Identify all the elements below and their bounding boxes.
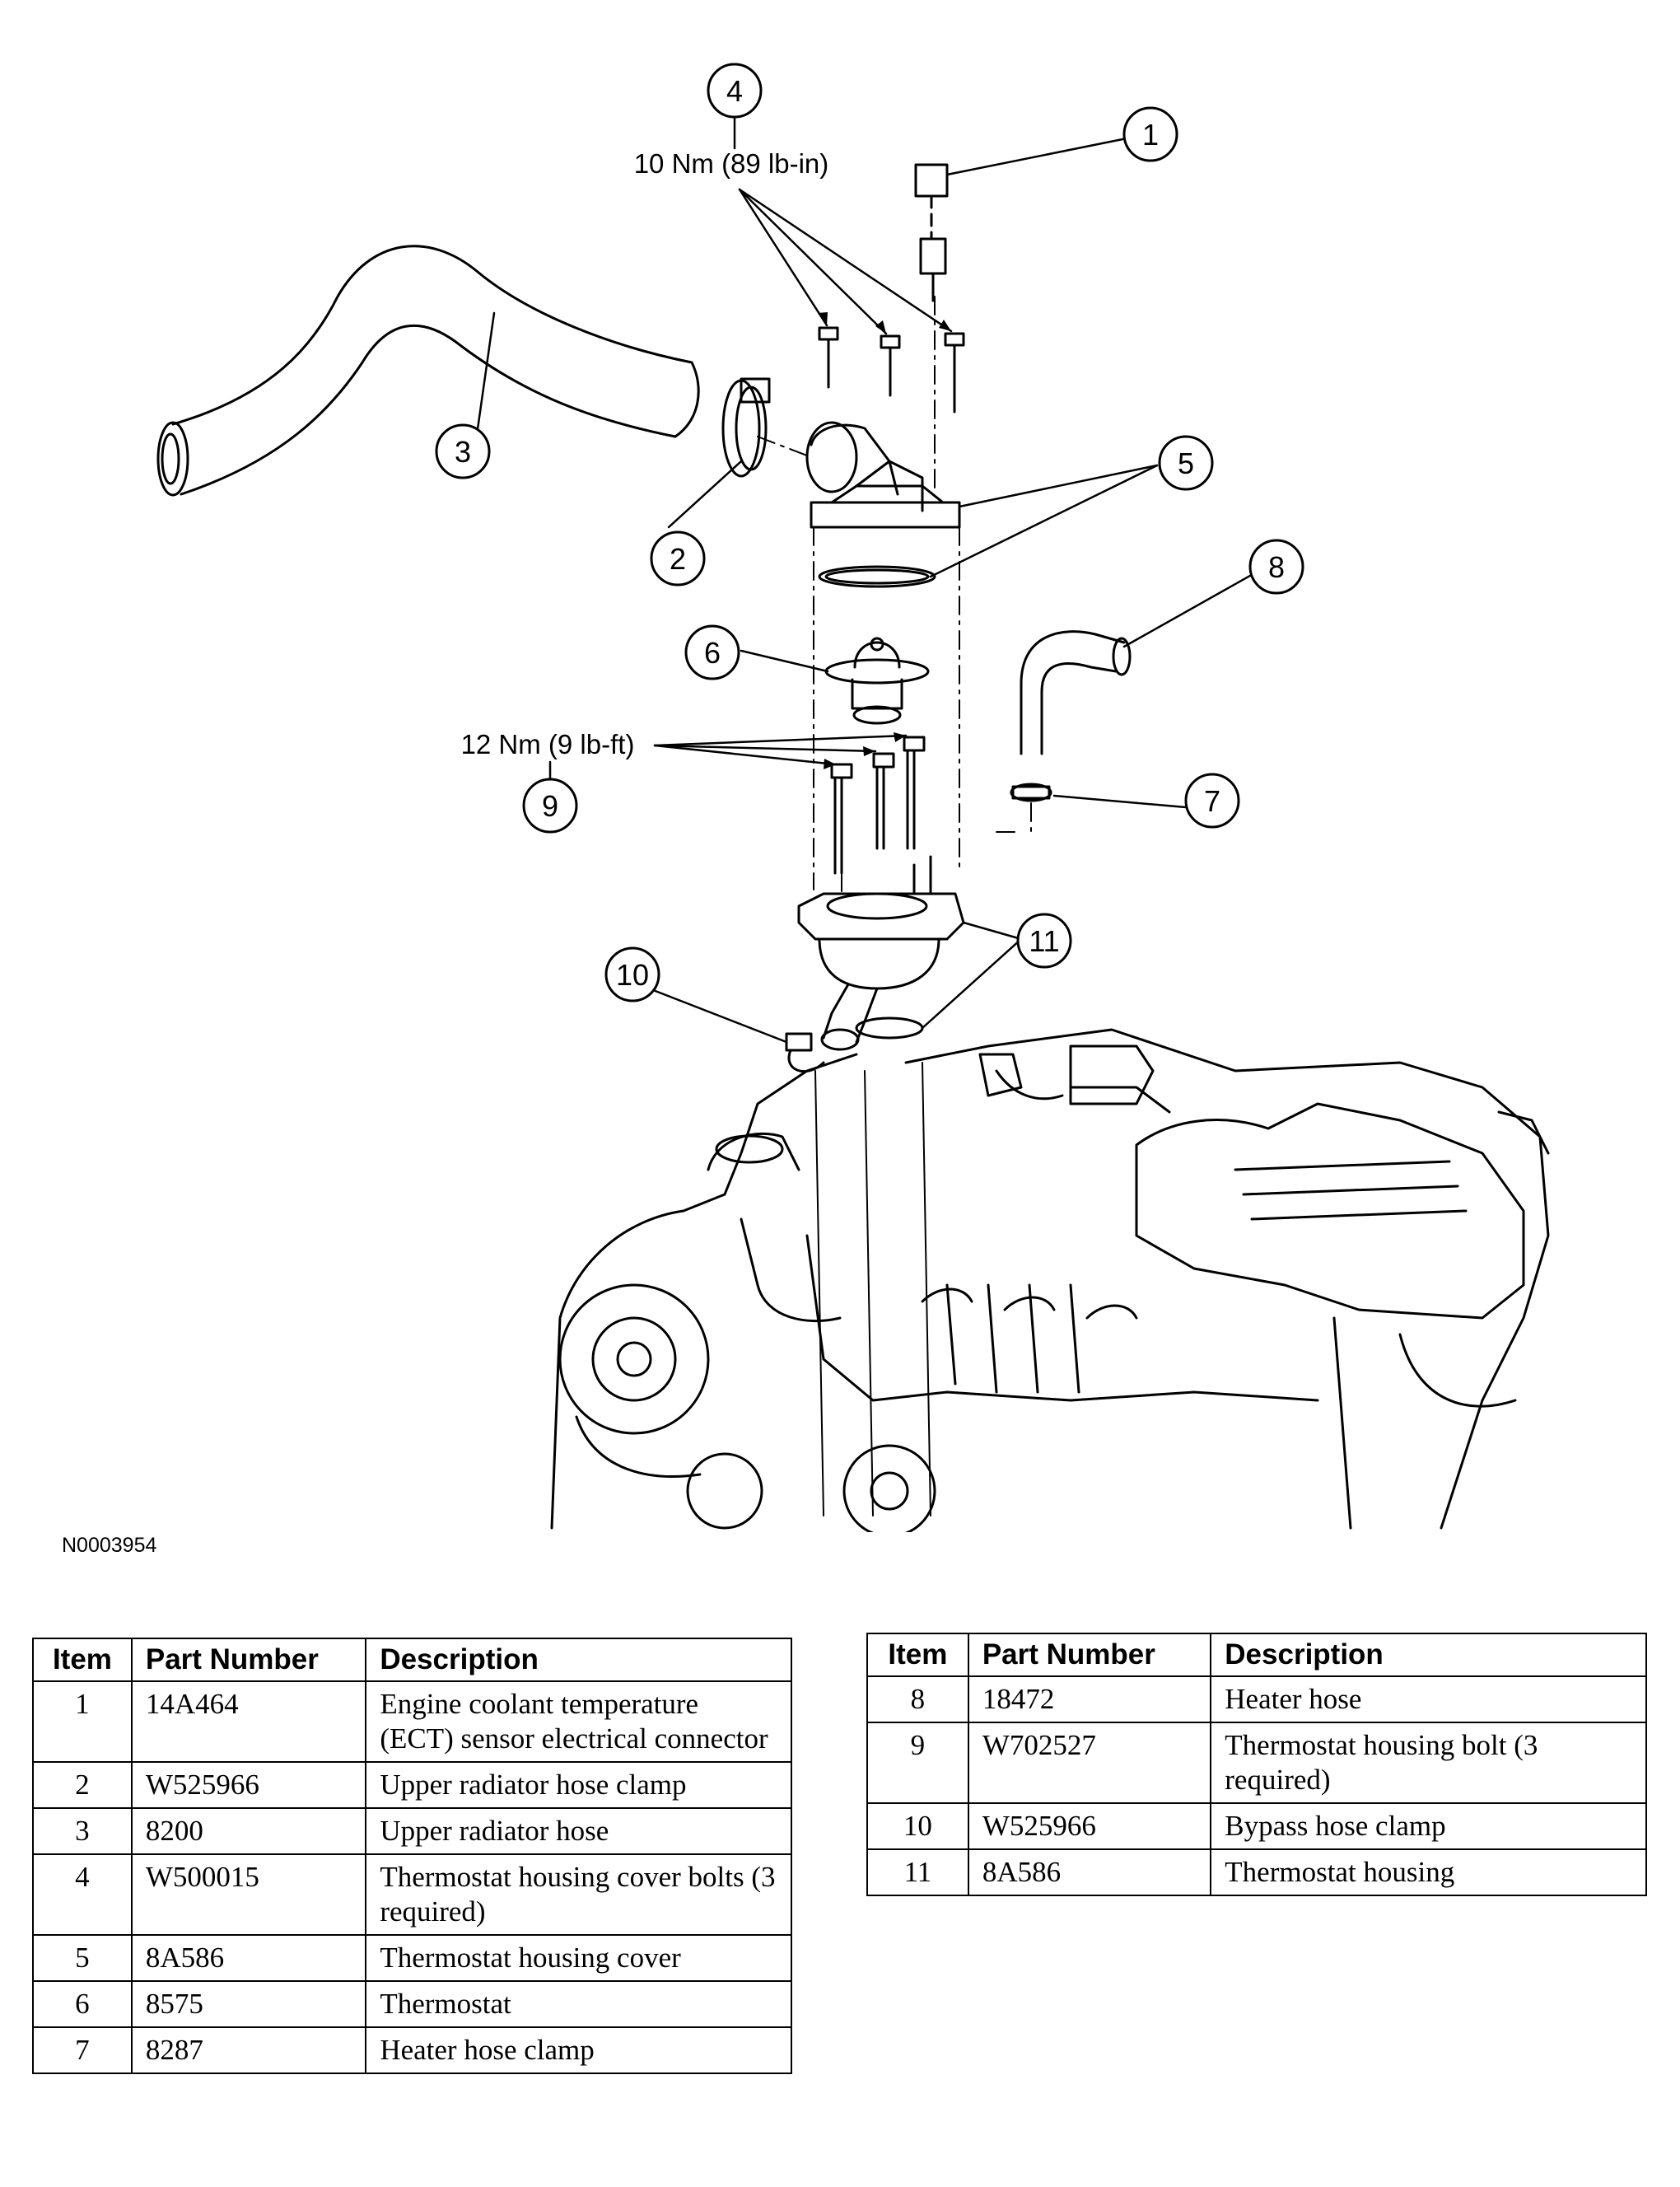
cell-description: Upper radiator hose clamp [365,1761,792,1809]
cell-part-number: 8A586 [967,1848,1212,1896]
callout-5-circle [1158,435,1214,491]
callout-10-circle [604,946,660,1002]
housing-bolts [830,736,926,875]
callout-5: 5 [1178,446,1194,480]
ect-sensor-connector [914,163,949,302]
cell-part-number: 8200 [130,1807,367,1855]
cell-description: Upper radiator hose [365,1807,792,1855]
header-item: Item [32,1638,133,1682]
cell-item: 10 [866,1802,969,1850]
table-row: 4 W500015 Thermostat housing cover bolts… [32,1853,792,1936]
table-row: 11 8A586 Thermostat housing [866,1848,1647,1896]
callout-3-circle [435,423,491,479]
cover-bolts [818,326,965,414]
torque-label-item9: 12 Nm (9 lb-ft) [461,729,635,759]
cover-gasket [818,565,936,588]
cell-part-number: W500015 [130,1853,367,1936]
table-header-row: Item Part Number Description [866,1633,1647,1677]
cell-item: 4 [32,1853,133,1936]
callout-3: 3 [455,435,471,469]
table-row: 6 8575 Thermostat [32,1980,792,2028]
header-part-number: Part Number [130,1638,367,1682]
cell-item: 9 [866,1722,969,1804]
header-description: Description [365,1638,792,1682]
cell-description: Thermostat housing cover [365,1934,792,1982]
parts-table-right: Item Part Number Description 8 18472 Hea… [866,1633,1647,1896]
cell-item: 3 [32,1807,133,1855]
engine-assembly [550,1028,1550,1532]
callout-8: 8 [1268,550,1285,584]
cell-item: 8 [866,1675,969,1723]
cell-part-number: 8575 [130,1980,367,2028]
heater-hose-clamp [1010,783,1052,802]
callout-11: 11 [1029,924,1059,958]
housing-gasket [855,1016,924,1040]
table-row: 10 W525966 Bypass hose clamp [866,1802,1647,1850]
exploded-parts-diagram: 1 2 3 4 5 6 7 8 9 10 11 10 Nm (89 lb-in)… [156,63,1550,1532]
callout-7: 7 [1204,784,1220,818]
cell-description: Thermostat housing [1210,1848,1647,1896]
cell-item: 1 [32,1680,133,1763]
cell-description: Bypass hose clamp [1210,1802,1647,1850]
callout-9: 9 [542,789,558,823]
table-row: 7 8287 Heater hose clamp [32,2026,792,2074]
cell-part-number: W702527 [967,1722,1212,1804]
figure-id: N0003954 [62,1534,157,1557]
bypass-hose-clamp [785,1032,825,1073]
cell-item: 7 [32,2026,133,2074]
table-row: 9 W702527 Thermostat housing bolt (3 req… [866,1722,1647,1804]
cell-part-number: W525966 [130,1761,367,1809]
thermostat-housing-cover [805,421,961,529]
header-item: Item [866,1633,969,1677]
cell-description: Thermostat housing cover bolts (3 requir… [365,1853,792,1936]
callout-8-circle [1248,539,1304,595]
cell-description: Heater hose clamp [365,2026,792,2074]
callout-6-circle [684,624,740,680]
upper-radiator-hose-clamp [721,377,771,478]
cell-part-number: 8A586 [130,1934,367,1982]
table-row: 5 8A586 Thermostat housing cover [32,1934,792,1982]
callout-1-circle [1122,106,1178,162]
cell-item: 11 [866,1848,969,1896]
callout-7-circle [1184,773,1240,829]
callout-2: 2 [670,542,686,576]
cell-part-number: 8287 [130,2026,367,2074]
callout-6: 6 [704,636,721,670]
callout-11-circle [1016,913,1072,969]
table-header-row: Item Part Number Description [32,1638,792,1682]
cell-part-number: 18472 [967,1675,1212,1723]
cell-description: Engine coolant temperature (ECT) sensor … [365,1680,792,1763]
table-row: 1 14A464 Engine coolant temperature (ECT… [32,1680,792,1763]
callout-4-circle [707,63,763,119]
thermostat [824,637,930,725]
cell-description: Thermostat housing bolt (3 required) [1210,1722,1647,1804]
heater-hose [1020,630,1132,755]
cell-item: 6 [32,1980,133,2028]
table-row: 8 18472 Heater hose [866,1675,1647,1723]
callout-2-circle [650,530,706,586]
cell-description: Heater hose [1210,1675,1647,1723]
table-row: 2 W525966 Upper radiator hose clamp [32,1761,792,1809]
torque-label-item4: 10 Nm (89 lb-in) [634,148,829,179]
callout-9-circle [522,778,578,834]
cell-item: 2 [32,1761,133,1809]
parts-table-left: Item Part Number Description 1 14A464 En… [32,1638,792,2074]
thermostat-housing [797,855,965,1051]
callout-1: 1 [1142,118,1159,152]
cell-part-number: W525966 [967,1802,1212,1850]
callout-4: 4 [726,74,743,108]
header-description: Description [1210,1633,1647,1677]
header-part-number: Part Number [967,1633,1212,1677]
cell-description: Thermostat [365,1980,792,2028]
table-row: 3 8200 Upper radiator hose [32,1807,792,1855]
cell-item: 5 [32,1934,133,1982]
upper-radiator-hose [156,245,700,497]
callout-10: 10 [616,958,649,992]
cell-part-number: 14A464 [130,1680,367,1763]
